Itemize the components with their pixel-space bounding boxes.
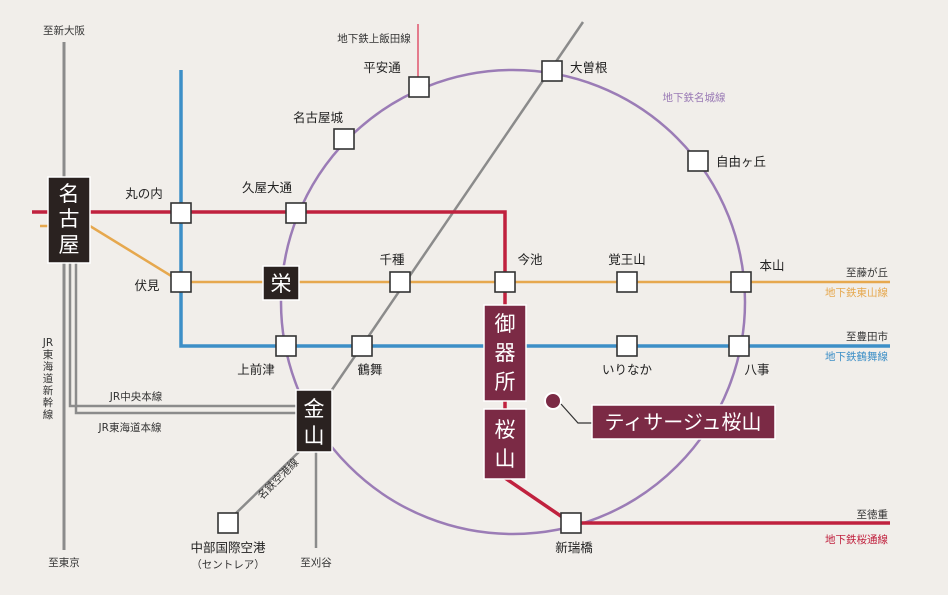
label-airport-sub: （セントレア） [191, 559, 265, 571]
jr-tokaido-line [74, 250, 296, 415]
meijo-loop [279, 68, 747, 536]
station-marker-imaike [494, 271, 516, 293]
label-higashiyama-line: 地下鉄東山線 [825, 286, 888, 299]
label-jr-chuo: JR中央本線 [109, 390, 163, 403]
dir-shin-osaka: 至新大阪 [43, 24, 85, 37]
station-marker-marunouchi [170, 202, 192, 224]
label-shinmizuhashi: 新瑞橋 [555, 540, 593, 555]
label-meijo-line: 地下鉄名城線 [663, 91, 726, 104]
label-motoyama: 本山 [759, 258, 784, 273]
station-marker-chikusa [389, 271, 411, 293]
station-marker-tsurumai [351, 335, 373, 357]
label-chikusa: 千種 [379, 252, 405, 267]
jr-chuo-line [68, 250, 296, 408]
kanayama-box [295, 389, 333, 453]
meitetsu-airport-line [227, 444, 307, 522]
nagoya-label-2: 古 [59, 207, 80, 231]
nagoya-label-1: 名 [59, 182, 80, 206]
sakurayama-label-2: 山 [495, 447, 516, 471]
label-imaike: 今池 [517, 252, 543, 267]
label-marunouchi: 丸の内 [125, 186, 163, 201]
label-nagoyajo: 名古屋城 [293, 110, 344, 125]
higashiyama-line [40, 224, 890, 284]
sakurayama-label-1: 桜 [495, 418, 516, 442]
dir-kariya: 至刈谷 [300, 556, 332, 569]
label-kamimaezu: 上前津 [237, 362, 275, 377]
label-jiyugaoka: 自由ヶ丘 [716, 154, 766, 169]
station-marker-irinaka [616, 335, 638, 357]
label-yagoto: 八事 [744, 362, 769, 377]
station-marker-fushimi [170, 271, 192, 293]
dir-toyotashi: 至豊田市 [846, 330, 888, 343]
label-airport: 中部国際空港 [190, 540, 266, 555]
label-tsurumai: 鶴舞 [357, 362, 382, 377]
label-hisaya-odori: 久屋大通 [242, 180, 293, 195]
station-marker-ozone [541, 60, 563, 82]
property-label: ティサージュ桜山 [605, 410, 762, 434]
kanayama-label-2: 山 [304, 424, 325, 448]
station-marker-airport [217, 512, 239, 534]
dir-tokushige: 至徳重 [857, 508, 889, 521]
property-leader [560, 403, 592, 424]
station-marker-kakuozan [616, 271, 638, 293]
label-irinaka: いりなか [602, 362, 653, 377]
sakae-label: 栄 [271, 272, 292, 296]
station-marker-nagoyajo [333, 128, 355, 150]
nagoya-box [47, 176, 91, 264]
tsurumai-line [179, 70, 890, 348]
station-marker-hisaya-odori [285, 202, 307, 224]
gokiso-label-1: 御 [495, 312, 516, 336]
gokiso-label-2: 器 [495, 341, 516, 365]
label-tsurumai-line: 地下鉄鶴舞線 [825, 350, 888, 363]
station-marker-heian-dori [408, 76, 430, 98]
label-kakuozan: 覚王山 [608, 252, 646, 267]
gokiso-box [483, 304, 527, 402]
nagoya-label-3: 屋 [59, 233, 80, 257]
dir-fujigaoka: 至藤が丘 [846, 266, 888, 279]
dir-tokyo: 至東京 [48, 556, 80, 569]
label-ozone: 大曽根 [570, 60, 608, 75]
label-meitetsu-airport: 名鉄空港線 [255, 455, 302, 502]
station-marker-jiyugaoka [687, 150, 709, 172]
label-fushimi: 伏見 [134, 278, 160, 293]
sakurayama-box [483, 408, 527, 480]
property-marker [544, 392, 562, 410]
label-sakuradori-line: 地下鉄桜通線 [825, 533, 888, 546]
label-jr-tokaido: JR東海道本線 [98, 421, 162, 434]
kanayama-label-1: 金 [304, 397, 325, 421]
property-box [591, 404, 776, 440]
station-marker-shinmizuhashi [560, 512, 582, 534]
station-marker-yagoto [728, 335, 750, 357]
sakae-box [262, 265, 300, 301]
station-marker-motoyama [730, 271, 752, 293]
label-kamiiida-line: 地下鉄上飯田線 [337, 32, 411, 45]
label-heian-dori: 平安通 [363, 60, 401, 75]
station-marker-kamimaezu [275, 335, 297, 357]
gokiso-label-3: 所 [495, 370, 516, 394]
